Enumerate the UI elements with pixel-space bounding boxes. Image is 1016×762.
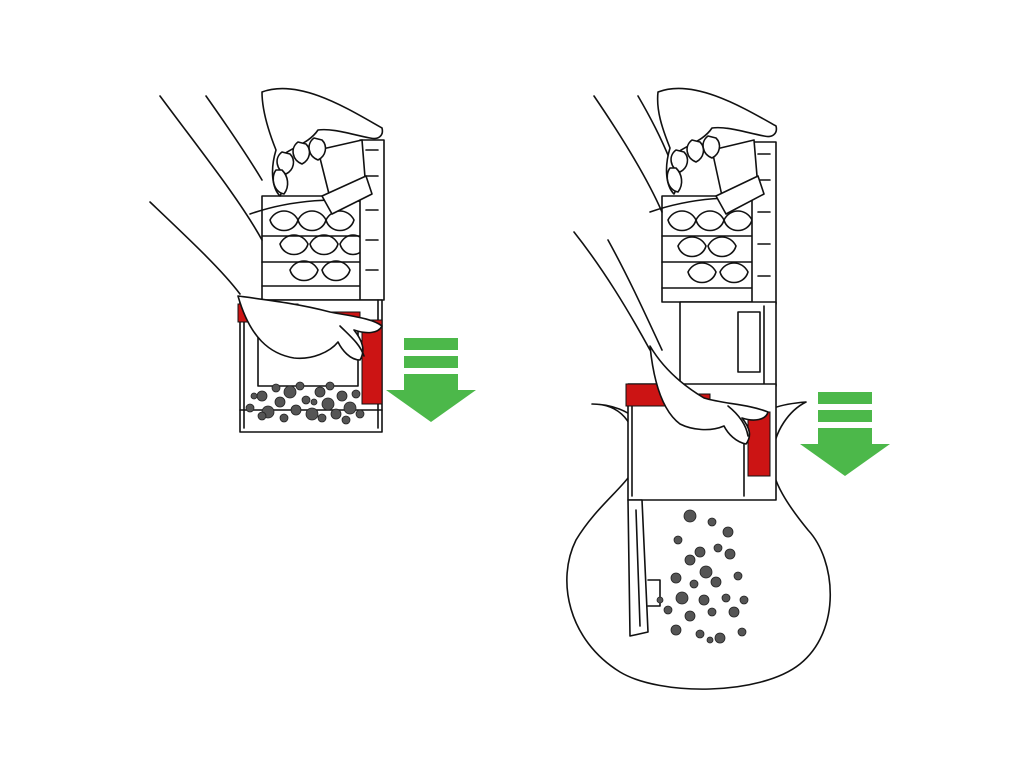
debris-particle <box>710 576 722 588</box>
debris-particle <box>301 395 311 405</box>
debris-particle <box>351 389 361 399</box>
debris-particle <box>325 381 335 391</box>
debris-particle <box>257 411 267 421</box>
debris-particle <box>305 407 319 421</box>
debris-particle <box>355 409 365 419</box>
debris-particle <box>656 596 664 604</box>
debris-particle <box>675 591 689 605</box>
debris-particle <box>673 535 683 545</box>
debris-particle <box>663 605 673 615</box>
debris-particle <box>256 390 268 402</box>
debris-particle <box>689 579 699 589</box>
debris-particle <box>250 392 258 400</box>
debris-particle <box>295 381 305 391</box>
debris-particle <box>336 390 348 402</box>
debris-particle <box>314 386 326 398</box>
debris-particle <box>245 403 255 413</box>
debris-particle <box>684 610 696 622</box>
debris-particle <box>713 543 723 553</box>
debris-particle <box>290 404 302 416</box>
debris-particle <box>321 397 335 411</box>
debris-particle <box>722 526 734 538</box>
debris-particle <box>271 383 281 393</box>
down-arrow-icon <box>386 338 476 422</box>
debris-particle <box>330 408 342 420</box>
debris-particle <box>737 627 747 637</box>
debris-particle <box>274 396 286 408</box>
down-arrow-icon <box>800 392 890 476</box>
debris-particles <box>245 381 365 425</box>
panel-bin-attached <box>149 87 476 433</box>
debris-particle <box>279 413 289 423</box>
hand-bottom <box>149 201 383 361</box>
debris-particle <box>684 554 696 566</box>
debris-particle <box>341 415 351 425</box>
debris-particle <box>739 595 749 605</box>
debris-particle <box>670 572 682 584</box>
hand-top <box>159 87 384 241</box>
debris-particle <box>343 401 357 415</box>
debris-particle <box>695 629 705 639</box>
debris-particle <box>728 606 740 618</box>
debris-particle <box>714 632 726 644</box>
debris-particle <box>733 571 743 581</box>
hand-bottom <box>573 231 769 445</box>
debris-particle <box>670 624 682 636</box>
debris-particles-falling <box>656 509 749 644</box>
debris-particle <box>706 636 714 644</box>
debris-particle <box>310 398 318 406</box>
cyclone-assembly <box>649 139 777 387</box>
debris-particle <box>707 607 717 617</box>
debris-particle <box>707 517 717 527</box>
panel-bin-emptying <box>566 87 890 690</box>
debris-particle <box>698 594 710 606</box>
hand-top <box>593 87 778 213</box>
debris-particle <box>721 593 731 603</box>
debris-particle <box>317 413 327 423</box>
debris-particle <box>283 385 297 399</box>
debris-particle <box>683 509 697 523</box>
debris-particle <box>699 565 713 579</box>
debris-particle <box>694 546 706 558</box>
cyclone-assembly <box>249 139 385 301</box>
debris-particle <box>724 548 736 560</box>
